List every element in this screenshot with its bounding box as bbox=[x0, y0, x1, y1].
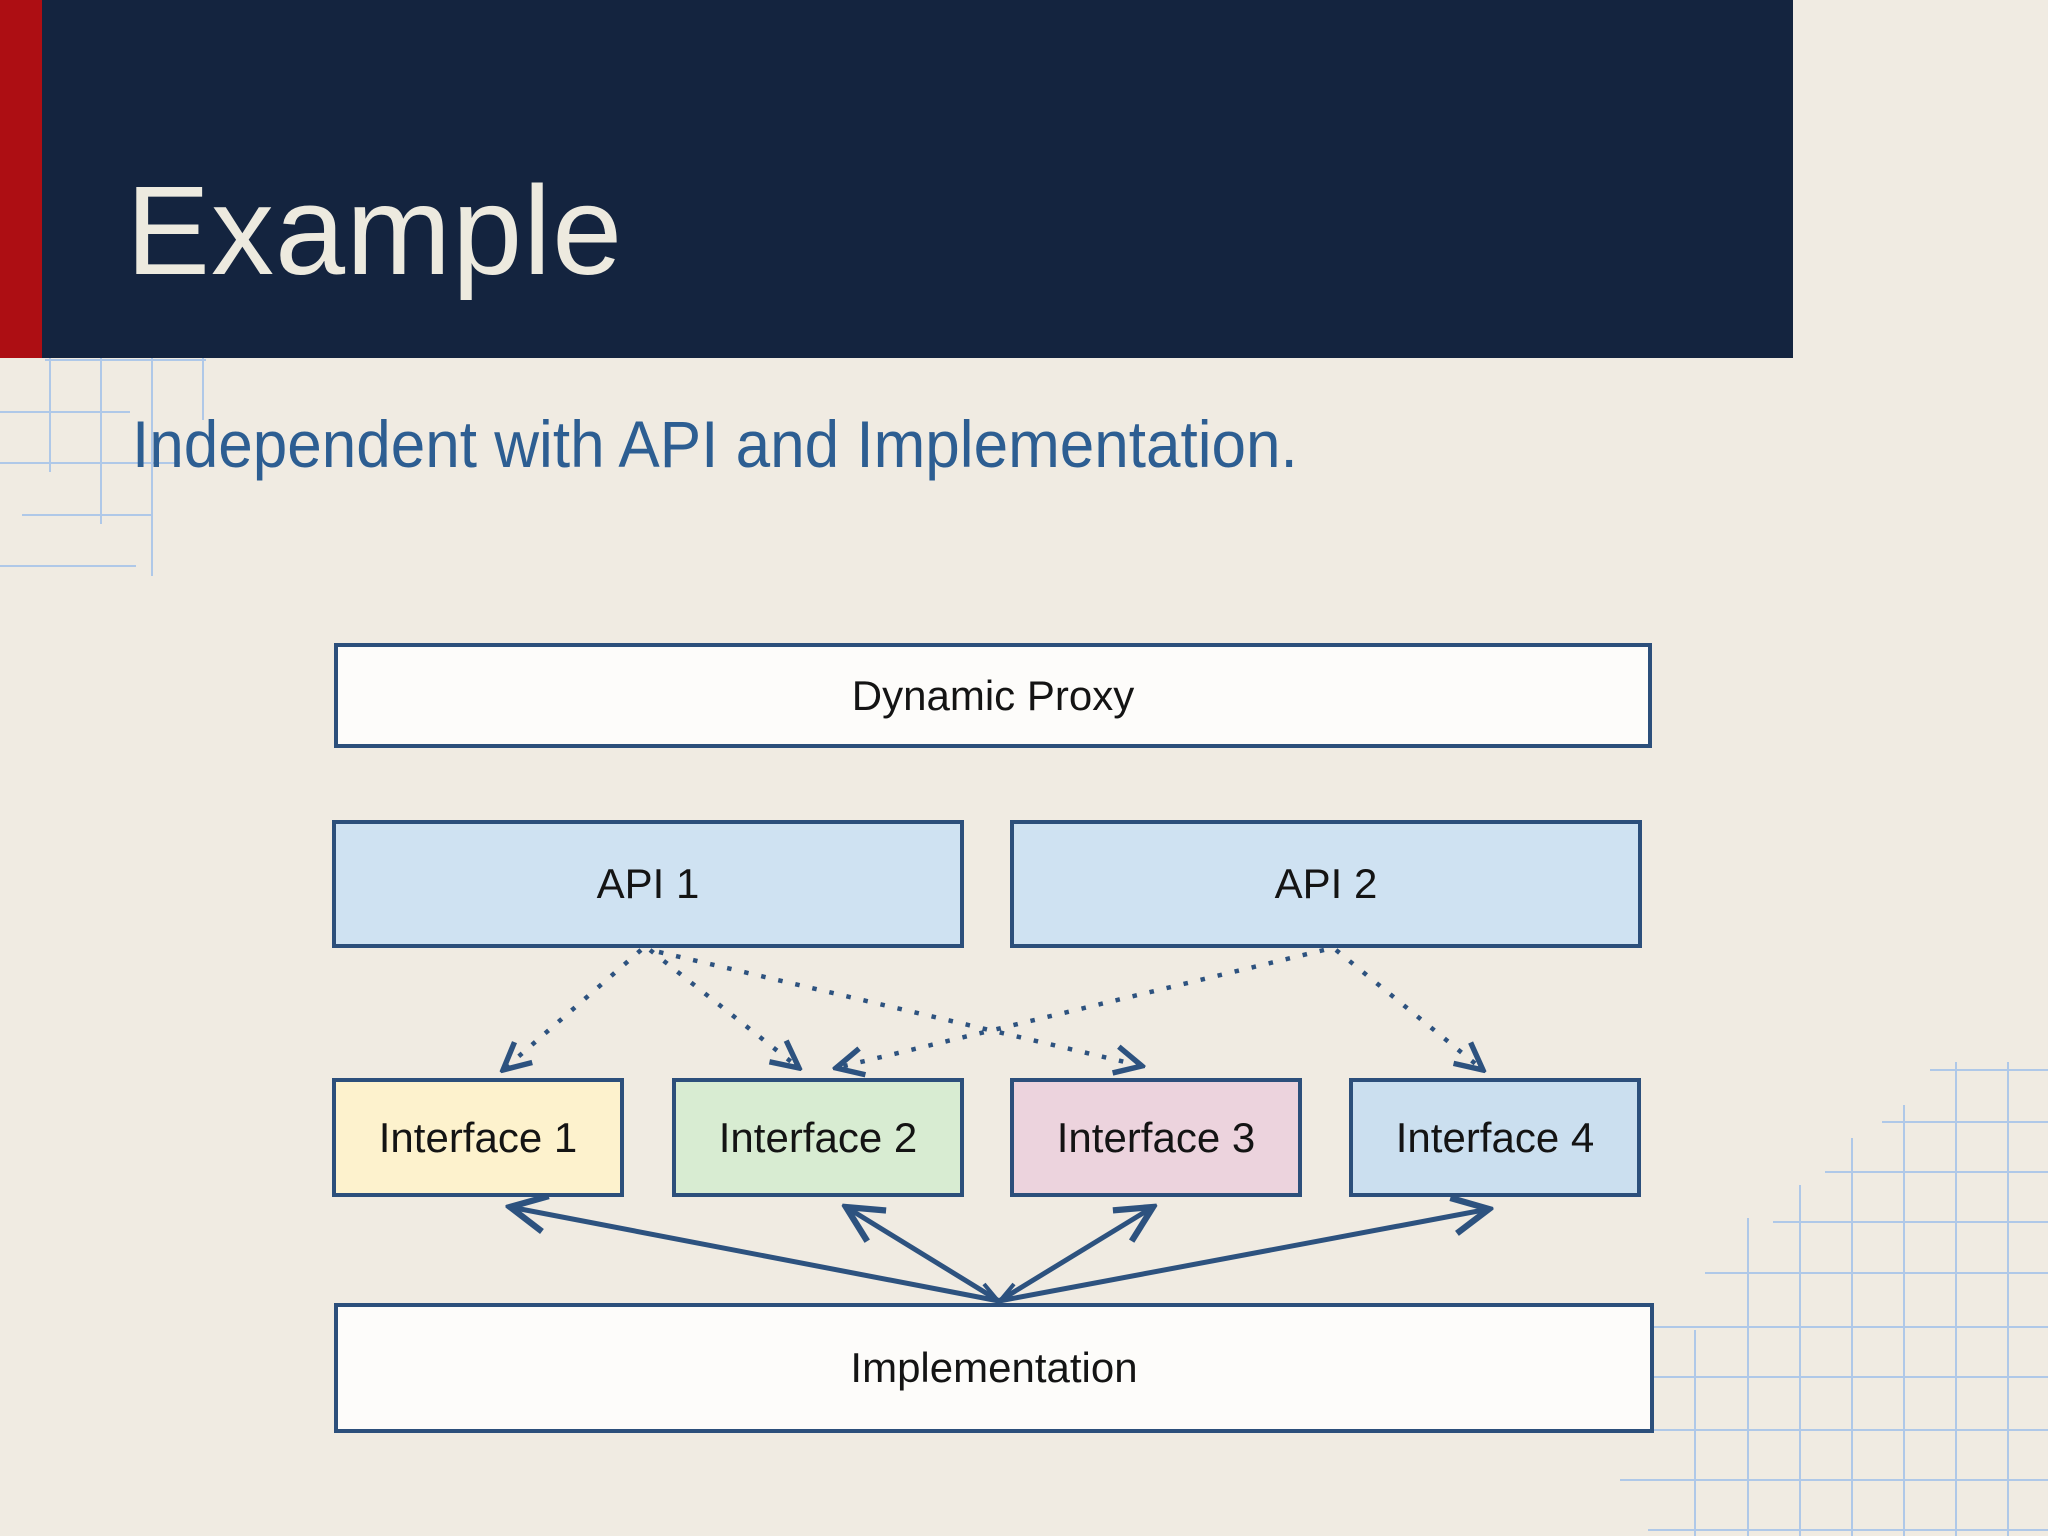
edge-api1-interface1 bbox=[503, 948, 643, 1070]
node-interface-4-label: Interface 4 bbox=[1395, 1113, 1595, 1161]
node-interface-1-label: Interface 1 bbox=[378, 1113, 578, 1161]
impl-down-arrowhead bbox=[982, 1282, 1016, 1306]
slide-subtitle: Independent with API and Implementation. bbox=[132, 407, 1298, 481]
node-dynamic-proxy: Dynamic Proxy bbox=[334, 643, 1652, 748]
solid-implementation-edges bbox=[510, 1207, 1489, 1306]
edge-impl-interface1 bbox=[510, 1207, 1000, 1304]
edge-api2-interface2 bbox=[836, 947, 1325, 1068]
edge-api1-interface2 bbox=[648, 948, 799, 1068]
node-api-2-label: API 2 bbox=[1274, 860, 1378, 907]
dotted-api-edges bbox=[503, 947, 1483, 1070]
node-implementation: Implementation bbox=[334, 1303, 1654, 1433]
red-accent-bar bbox=[0, 0, 42, 358]
node-implementation-label: Implementation bbox=[850, 1344, 1138, 1391]
node-interface-2: Interface 2 bbox=[672, 1078, 964, 1197]
node-interface-2-label: Interface 2 bbox=[718, 1113, 918, 1161]
node-interface-1: Interface 1 bbox=[332, 1078, 624, 1197]
node-interface-3-label: Interface 3 bbox=[1056, 1113, 1256, 1161]
edge-impl-interface2 bbox=[846, 1207, 1001, 1304]
edge-api1-interface3 bbox=[658, 949, 1142, 1066]
node-api-2: API 2 bbox=[1010, 820, 1642, 948]
node-api-1: API 1 bbox=[332, 820, 964, 948]
node-interface-4: Interface 4 bbox=[1349, 1078, 1641, 1197]
edge-impl-interface3 bbox=[997, 1207, 1153, 1304]
slide-title: Example bbox=[126, 160, 624, 301]
title-banner bbox=[0, 0, 1793, 358]
node-interface-3: Interface 3 bbox=[1010, 1078, 1302, 1197]
node-dynamic-proxy-label: Dynamic Proxy bbox=[851, 671, 1135, 719]
edge-impl-interface4 bbox=[998, 1209, 1489, 1304]
node-api-1-label: API 1 bbox=[596, 860, 700, 907]
edge-api2-interface4 bbox=[1334, 948, 1483, 1070]
